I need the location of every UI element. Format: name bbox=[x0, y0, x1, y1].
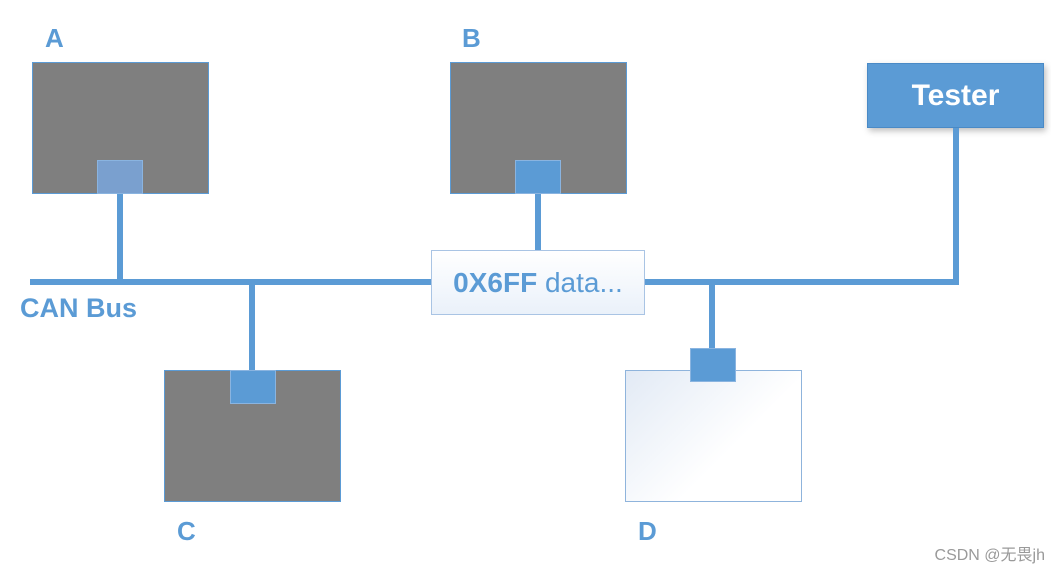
tester-box: Tester bbox=[867, 63, 1044, 128]
node-d-port bbox=[690, 348, 736, 382]
can-message-box: 0X6FF data... bbox=[431, 250, 645, 315]
node-a-port bbox=[97, 160, 143, 194]
node-c-label: C bbox=[177, 516, 196, 546]
message-text: data... bbox=[544, 266, 623, 298]
node-d-ecu bbox=[625, 370, 802, 502]
node-d-label: D bbox=[638, 516, 657, 546]
node-b-drop-line bbox=[535, 194, 541, 250]
tester-drop-line bbox=[953, 128, 959, 285]
node-b-port bbox=[515, 160, 561, 194]
node-a-drop-line bbox=[117, 194, 123, 281]
node-d-drop-line bbox=[709, 281, 715, 351]
watermark-text: CSDN @无畏jh bbox=[934, 547, 1045, 564]
message-id: 0X6FF bbox=[453, 266, 538, 298]
node-a-label: A bbox=[45, 23, 64, 53]
node-c-port bbox=[230, 370, 276, 404]
can-bus-label: CAN Bus bbox=[20, 293, 138, 323]
node-c-drop-line bbox=[249, 281, 255, 371]
node-b-label: B bbox=[462, 23, 481, 53]
